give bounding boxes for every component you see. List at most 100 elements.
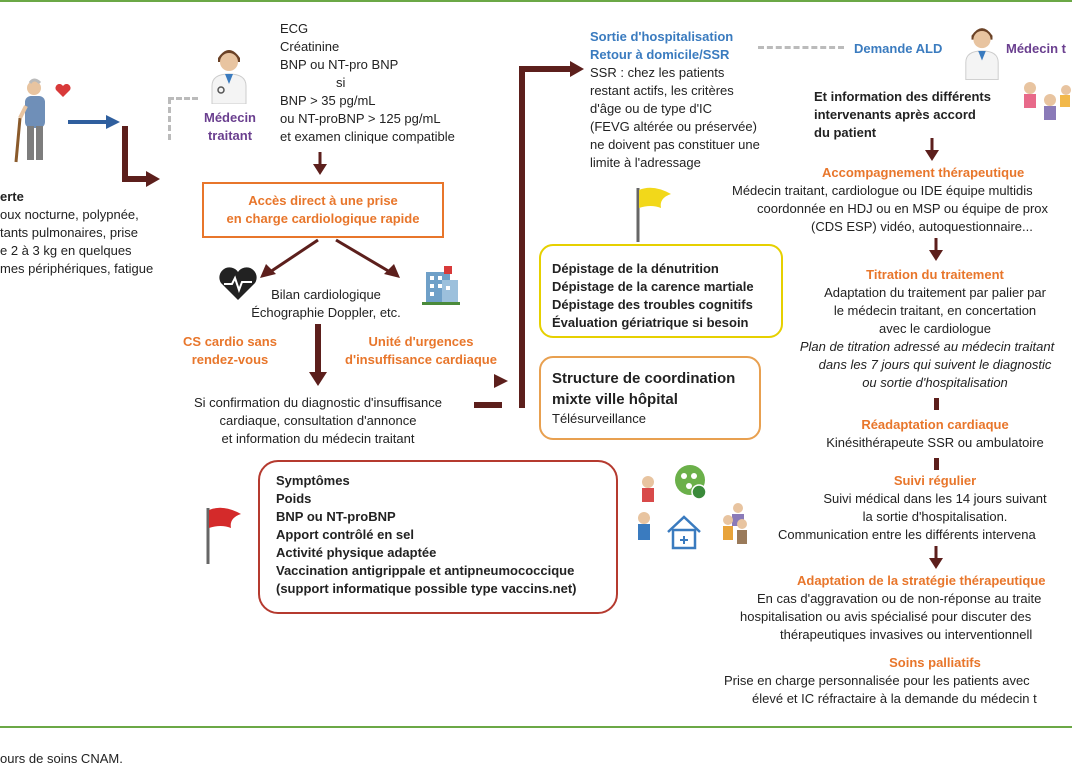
doctor-icon-right [965, 28, 999, 80]
accompagnement-title: Accompagnement thérapeutique [822, 165, 1025, 180]
coordination-line1: Structure de coordination [552, 370, 736, 387]
urgences-line2: d'insuffisance cardiaque [345, 352, 497, 367]
sortie-line4: (FEVG altérée ou préservée) [590, 119, 757, 134]
coordination-line2: mixte ville hôpital [552, 391, 678, 408]
demande-ald: Demande ALD [854, 41, 943, 56]
heart-monitor-icon [219, 267, 257, 300]
alert-title: erte [0, 189, 24, 204]
exam-creatinine: Créatinine [280, 39, 340, 54]
dashed-connector-h [168, 97, 198, 100]
arrow-down-1 [313, 152, 327, 175]
suivi-line1: Suivi médical dans les 14 jours suivant [823, 491, 1047, 506]
palliatifs-line1: Prise en charge personnalisée pour les p… [724, 673, 1030, 688]
blue-arrow-icon [68, 115, 120, 129]
acces-direct-line1: Accès direct à une prise [248, 193, 398, 208]
acces-direct-box [202, 182, 444, 238]
care-team-icon [638, 465, 744, 540]
adaptation-title: Adaptation de la stratégie thérapeutique [797, 573, 1046, 588]
arrowhead-top [570, 61, 584, 77]
exam-bnp: BNP ou NT-pro BNP [280, 57, 399, 72]
information-line2: intervenants après accord [814, 107, 976, 122]
red-item-bnp: BNP ou NT-proBNP [276, 509, 396, 524]
bilan-line1: Bilan cardiologique [271, 287, 381, 302]
sortie-line3: d'âge ou de type d'IC [590, 101, 713, 116]
dashed-connector-v [168, 98, 171, 140]
heart-icon [55, 84, 71, 97]
connector-top-h [519, 66, 573, 72]
alert-line-3: e 2 à 3 kg en quelques [0, 243, 132, 258]
accompagnement-line1: Médecin traitant, cardiologue ou IDE équ… [732, 183, 1033, 198]
small-connector-2 [934, 458, 939, 470]
exam-clinique: et examen clinique compatible [280, 129, 455, 144]
doctor-icon [211, 50, 247, 104]
exam-ecg: ECG [280, 21, 309, 36]
diagonal-arrows [260, 238, 400, 278]
red-item-symptomes: Symptômes [276, 473, 350, 488]
palliatifs-title: Soins palliatifs [889, 655, 981, 670]
red-item-vaccination: Vaccination antigrippale et antipneumoco… [276, 563, 575, 578]
yellow-screening-box [539, 244, 783, 338]
sortie-line5: ne doivent pas constituer une [590, 137, 760, 152]
yellow-item-geriatrique: Évaluation gériatrique si besoin [552, 315, 749, 330]
sortie-title1: Sortie d'hospitalisation [590, 29, 734, 44]
exam-ntprobnp-threshold: ou NT-proBNP > 125 pg/mL [280, 111, 441, 126]
red-monitoring-box [258, 460, 618, 614]
arrow-down-right-1 [925, 138, 939, 161]
medecin-traitant-left-2: traitant [207, 128, 253, 143]
yellow-item-carence: Dépistage de la carence martiale [552, 279, 754, 294]
dashed-to-ald [758, 46, 844, 49]
confirmation-line3: et information du médecin traitant [221, 431, 415, 446]
suivi-line2: la sortie d'hospitalisation. [862, 509, 1008, 524]
suivi-title: Suivi régulier [893, 473, 977, 488]
titration-title: Titration du traitement [866, 267, 1004, 282]
exam-bnp-threshold: BNP > 35 pg/mL [280, 93, 376, 108]
yellow-flag-icon [636, 187, 671, 242]
alert-line-2: tants pulmonaires, prise [0, 225, 139, 240]
cs-cardio-line1: CS cardio sans [183, 334, 277, 349]
palliatifs-line2: élevé et IC réfractaire à la demande du … [752, 691, 1037, 706]
suivi-line3: Communication entre les différents inter… [778, 527, 1036, 542]
connector-up-vertical [519, 66, 525, 408]
care-team-icon-3 [1024, 82, 1071, 120]
sortie-line6: limite à l'adressage [590, 155, 701, 170]
red-flag-icon [206, 507, 241, 564]
titration-italic1: Plan de titration adressé au médecin tra… [799, 339, 1055, 354]
elderly-patient-icon [14, 78, 45, 163]
acces-direct-line2: en charge cardiologique rapide [226, 211, 420, 226]
red-item-activite: Activité physique adaptée [276, 545, 437, 560]
alert-line-1: oux nocturne, polypnée, [0, 207, 139, 222]
care-team-icon-2 [723, 515, 747, 544]
arrow-down-right-3 [929, 546, 943, 569]
red-item-support: (support informatique possible type vacc… [276, 581, 577, 596]
adaptation-line2: hospitalisation ou avis spécialisé pour … [740, 609, 1032, 624]
sortie-title2: Retour à domicile/SSR [590, 47, 730, 62]
information-line1: Et information des différents [814, 89, 991, 104]
bilan-line2: Échographie Doppler, etc. [251, 305, 401, 320]
home-care-icon [667, 515, 701, 550]
footer-source: ours de soins CNAM. [0, 751, 123, 766]
red-item-poids: Poids [276, 491, 312, 506]
yellow-item-cognitifs: Dépistage des troubles cognitifs [552, 297, 753, 312]
top-frame-line [0, 0, 1072, 2]
adaptation-line3: thérapeutiques invasives ou intervention… [780, 627, 1033, 642]
adaptation-line1: En cas d'aggravation ou de non-réponse a… [757, 591, 1042, 606]
accompagnement-line3: (CDS ESP) vidéo, autoquestionnaire... [811, 219, 1033, 234]
arrow-down-right-2 [929, 238, 943, 261]
titration-line3: avec le cardiologue [878, 321, 992, 336]
small-connector-1 [934, 398, 939, 410]
alert-line-4: mes périphériques, fatigue [0, 261, 154, 276]
sortie-line2: restant actifs, les critères [590, 83, 734, 98]
confirmation-line2: cardiaque, consultation d'annonce [219, 413, 417, 428]
coordination-box [539, 356, 761, 440]
bottom-frame-line [0, 726, 1072, 728]
readaptation-title: Réadaptation cardiaque [861, 417, 1009, 432]
titration-line2: le médecin traitant, en concertation [833, 303, 1037, 318]
arrow-down-2 [309, 372, 327, 386]
red-item-sel: Apport contrôlé en sel [276, 527, 414, 542]
titration-line1: Adaptation du traitement par palier par [824, 285, 1046, 300]
confirmation-line1: Si confirmation du diagnostic d'insuffis… [194, 395, 442, 410]
center-vertical-line [315, 324, 321, 376]
yellow-item-denutrition: Dépistage de la dénutrition [552, 261, 719, 276]
hospital-icon [422, 266, 460, 305]
connector-vertical [122, 126, 128, 182]
